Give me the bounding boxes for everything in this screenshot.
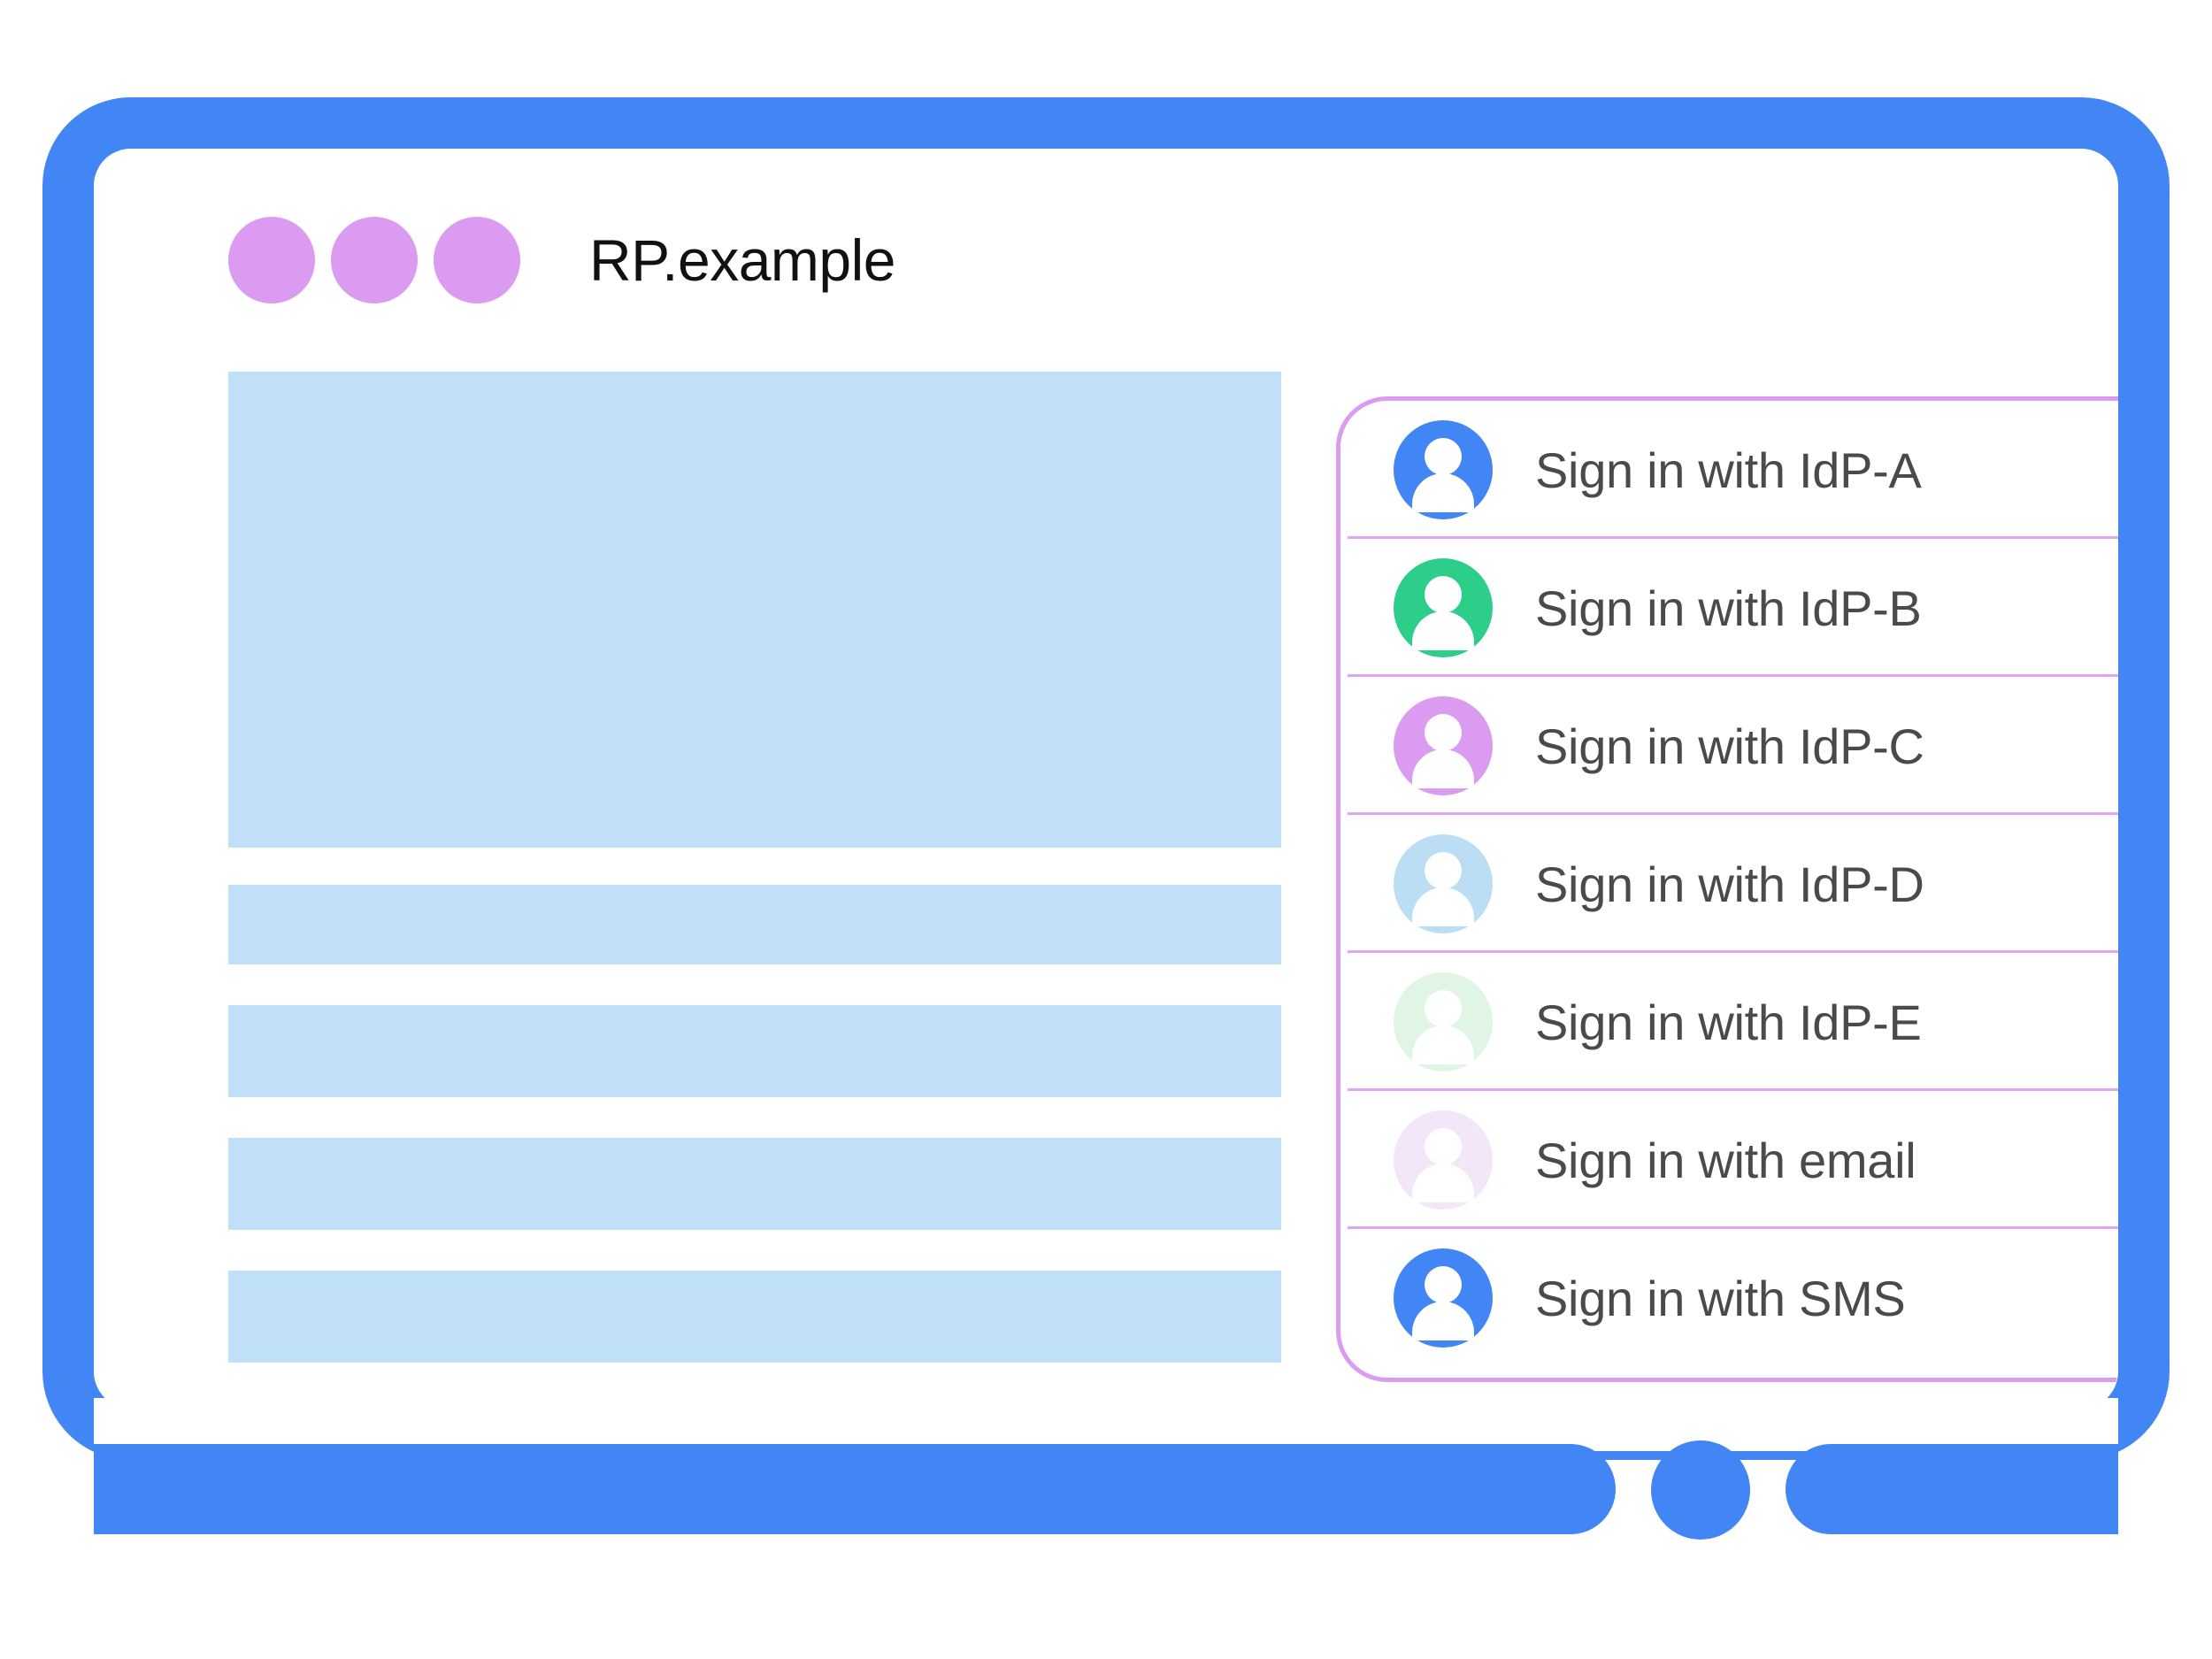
signin-option-idp-c[interactable]: Sign in with IdP-C — [1340, 677, 2118, 815]
content-placeholder-area — [228, 372, 1281, 1403]
signin-option-idp-b[interactable]: Sign in with IdP-B — [1340, 539, 2118, 677]
device-frame: RP.example Sign in with IdP-A — [42, 97, 2170, 1566]
window-dot-2[interactable] — [331, 217, 418, 303]
person-avatar-icon — [1394, 558, 1493, 657]
person-avatar-icon — [1394, 972, 1493, 1071]
signin-option-label: Sign in with IdP-C — [1535, 718, 1924, 774]
person-avatar-icon — [1394, 420, 1493, 519]
person-avatar-icon — [1394, 1248, 1493, 1348]
device-chin-left — [94, 1444, 1616, 1534]
home-button[interactable] — [1651, 1440, 1750, 1540]
window-body: Sign in with IdP-A Sign in with IdP-B Si… — [94, 372, 2118, 1409]
person-avatar-icon — [1394, 834, 1493, 933]
signin-option-idp-d[interactable]: Sign in with IdP-D — [1340, 815, 2118, 953]
hero-block — [228, 372, 1281, 848]
signin-option-label: Sign in with SMS — [1535, 1270, 1906, 1326]
window-titlebar: RP.example — [94, 149, 2118, 372]
browser-window: RP.example Sign in with IdP-A — [94, 149, 2118, 1409]
signin-option-idp-a[interactable]: Sign in with IdP-A — [1340, 401, 2118, 539]
signin-option-label: Sign in with IdP-A — [1535, 442, 1922, 498]
text-line-4 — [228, 1271, 1281, 1363]
text-line-3 — [228, 1138, 1281, 1230]
signin-option-label: Sign in with email — [1535, 1132, 1916, 1188]
signin-option-label: Sign in with IdP-B — [1535, 580, 1922, 636]
signin-option-sms[interactable]: Sign in with SMS — [1340, 1229, 2118, 1367]
text-line-2 — [228, 1005, 1281, 1097]
page-title: RP.example — [589, 227, 895, 293]
signin-chooser-panel: Sign in with IdP-A Sign in with IdP-B Si… — [1336, 396, 2118, 1382]
text-line-1 — [228, 885, 1281, 964]
signin-option-label: Sign in with IdP-D — [1535, 856, 1924, 912]
person-avatar-icon — [1394, 1110, 1493, 1210]
device-chin-right — [1786, 1444, 2118, 1534]
signin-option-email[interactable]: Sign in with email — [1340, 1091, 2118, 1229]
signin-option-label: Sign in with IdP-E — [1535, 994, 1922, 1050]
window-dot-1[interactable] — [228, 217, 315, 303]
signin-option-idp-e[interactable]: Sign in with IdP-E — [1340, 953, 2118, 1091]
person-avatar-icon — [1394, 696, 1493, 795]
chin-mask — [94, 1398, 2118, 1451]
window-dot-3[interactable] — [434, 217, 520, 303]
